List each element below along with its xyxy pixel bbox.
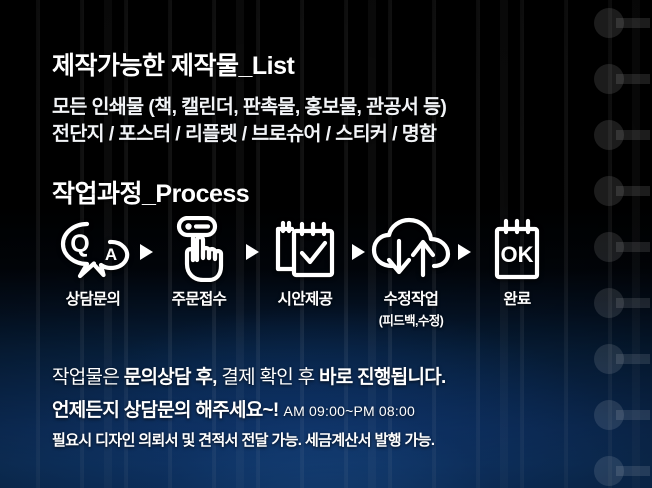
cloud-upload-download-icon	[370, 215, 452, 283]
process-step-label: 시안제공	[277, 291, 333, 308]
footer-line-1-part-3: 결제 확인 후	[216, 367, 319, 388]
list-section-heading: 제작가능한 제작물_List	[52, 52, 295, 80]
process-section-heading: 작업과정_Process	[52, 180, 250, 208]
list-products-line-2: 전단지 / 포스터 / 리플렛 / 브로슈어 / 스티커 / 명함	[52, 123, 437, 145]
footer-line-1-part-4: 바로 진행됩니다.	[318, 367, 446, 388]
footer-line-1-part-1: 작업물은	[52, 367, 124, 388]
process-step-label: 상담문의	[65, 291, 121, 308]
qa-speech-bubbles-icon: Q A	[54, 215, 132, 283]
footer-line-1: 작업물은 문의상담 후, 결제 확인 후 바로 진행됩니다.	[52, 362, 446, 389]
process-step-5: OK 완료	[474, 215, 560, 309]
svg-text:OK: OK	[501, 242, 534, 267]
process-step-label: 완료	[503, 291, 531, 308]
process-step-4: 수정작업 (피드백,수정)	[368, 215, 454, 329]
process-step-label: 수정작업	[383, 291, 439, 308]
notepads-check-icon	[272, 215, 338, 283]
process-steps-row: Q A 상담문의 주문접수	[50, 215, 560, 335]
footer-line-2: 언제든지 상담문의 해주세요~!AM 09:00~PM 08:00	[52, 395, 446, 422]
process-step-2: 주문접수	[156, 215, 242, 309]
footer-notes: 작업물은 문의상담 후, 결제 확인 후 바로 진행됩니다. 언제든지 상담문의…	[52, 362, 446, 450]
svg-text:A: A	[105, 245, 117, 264]
notepad-ok-icon: OK	[490, 215, 544, 283]
list-products-line-1: 모든 인쇄물 (책, 캘린더, 판촉물, 홍보물, 관공서 등)	[52, 96, 447, 118]
process-step-sublabel: (피드백,수정)	[378, 314, 444, 328]
pointing-hand-click-icon	[169, 215, 229, 283]
footer-contact-text: 언제든지 상담문의 해주세요~!	[52, 400, 279, 421]
process-step-1: Q A 상담문의	[50, 215, 136, 309]
process-step-label: 주문접수	[171, 291, 227, 308]
footer-line-1-part-2: 문의상담 후,	[123, 367, 218, 388]
process-step-3: 시안제공	[262, 215, 348, 309]
triangle-right-icon	[457, 244, 471, 260]
svg-text:Q: Q	[70, 230, 89, 258]
triangle-right-icon	[139, 244, 153, 260]
triangle-right-icon	[351, 244, 365, 260]
triangle-right-icon	[245, 244, 259, 260]
footer-line-3: 필요시 디자인 의뢰서 및 견적서 전달 가능. 세금계산서 발행 가능.	[52, 432, 435, 449]
footer-business-hours: AM 09:00~PM 08:00	[283, 403, 415, 419]
